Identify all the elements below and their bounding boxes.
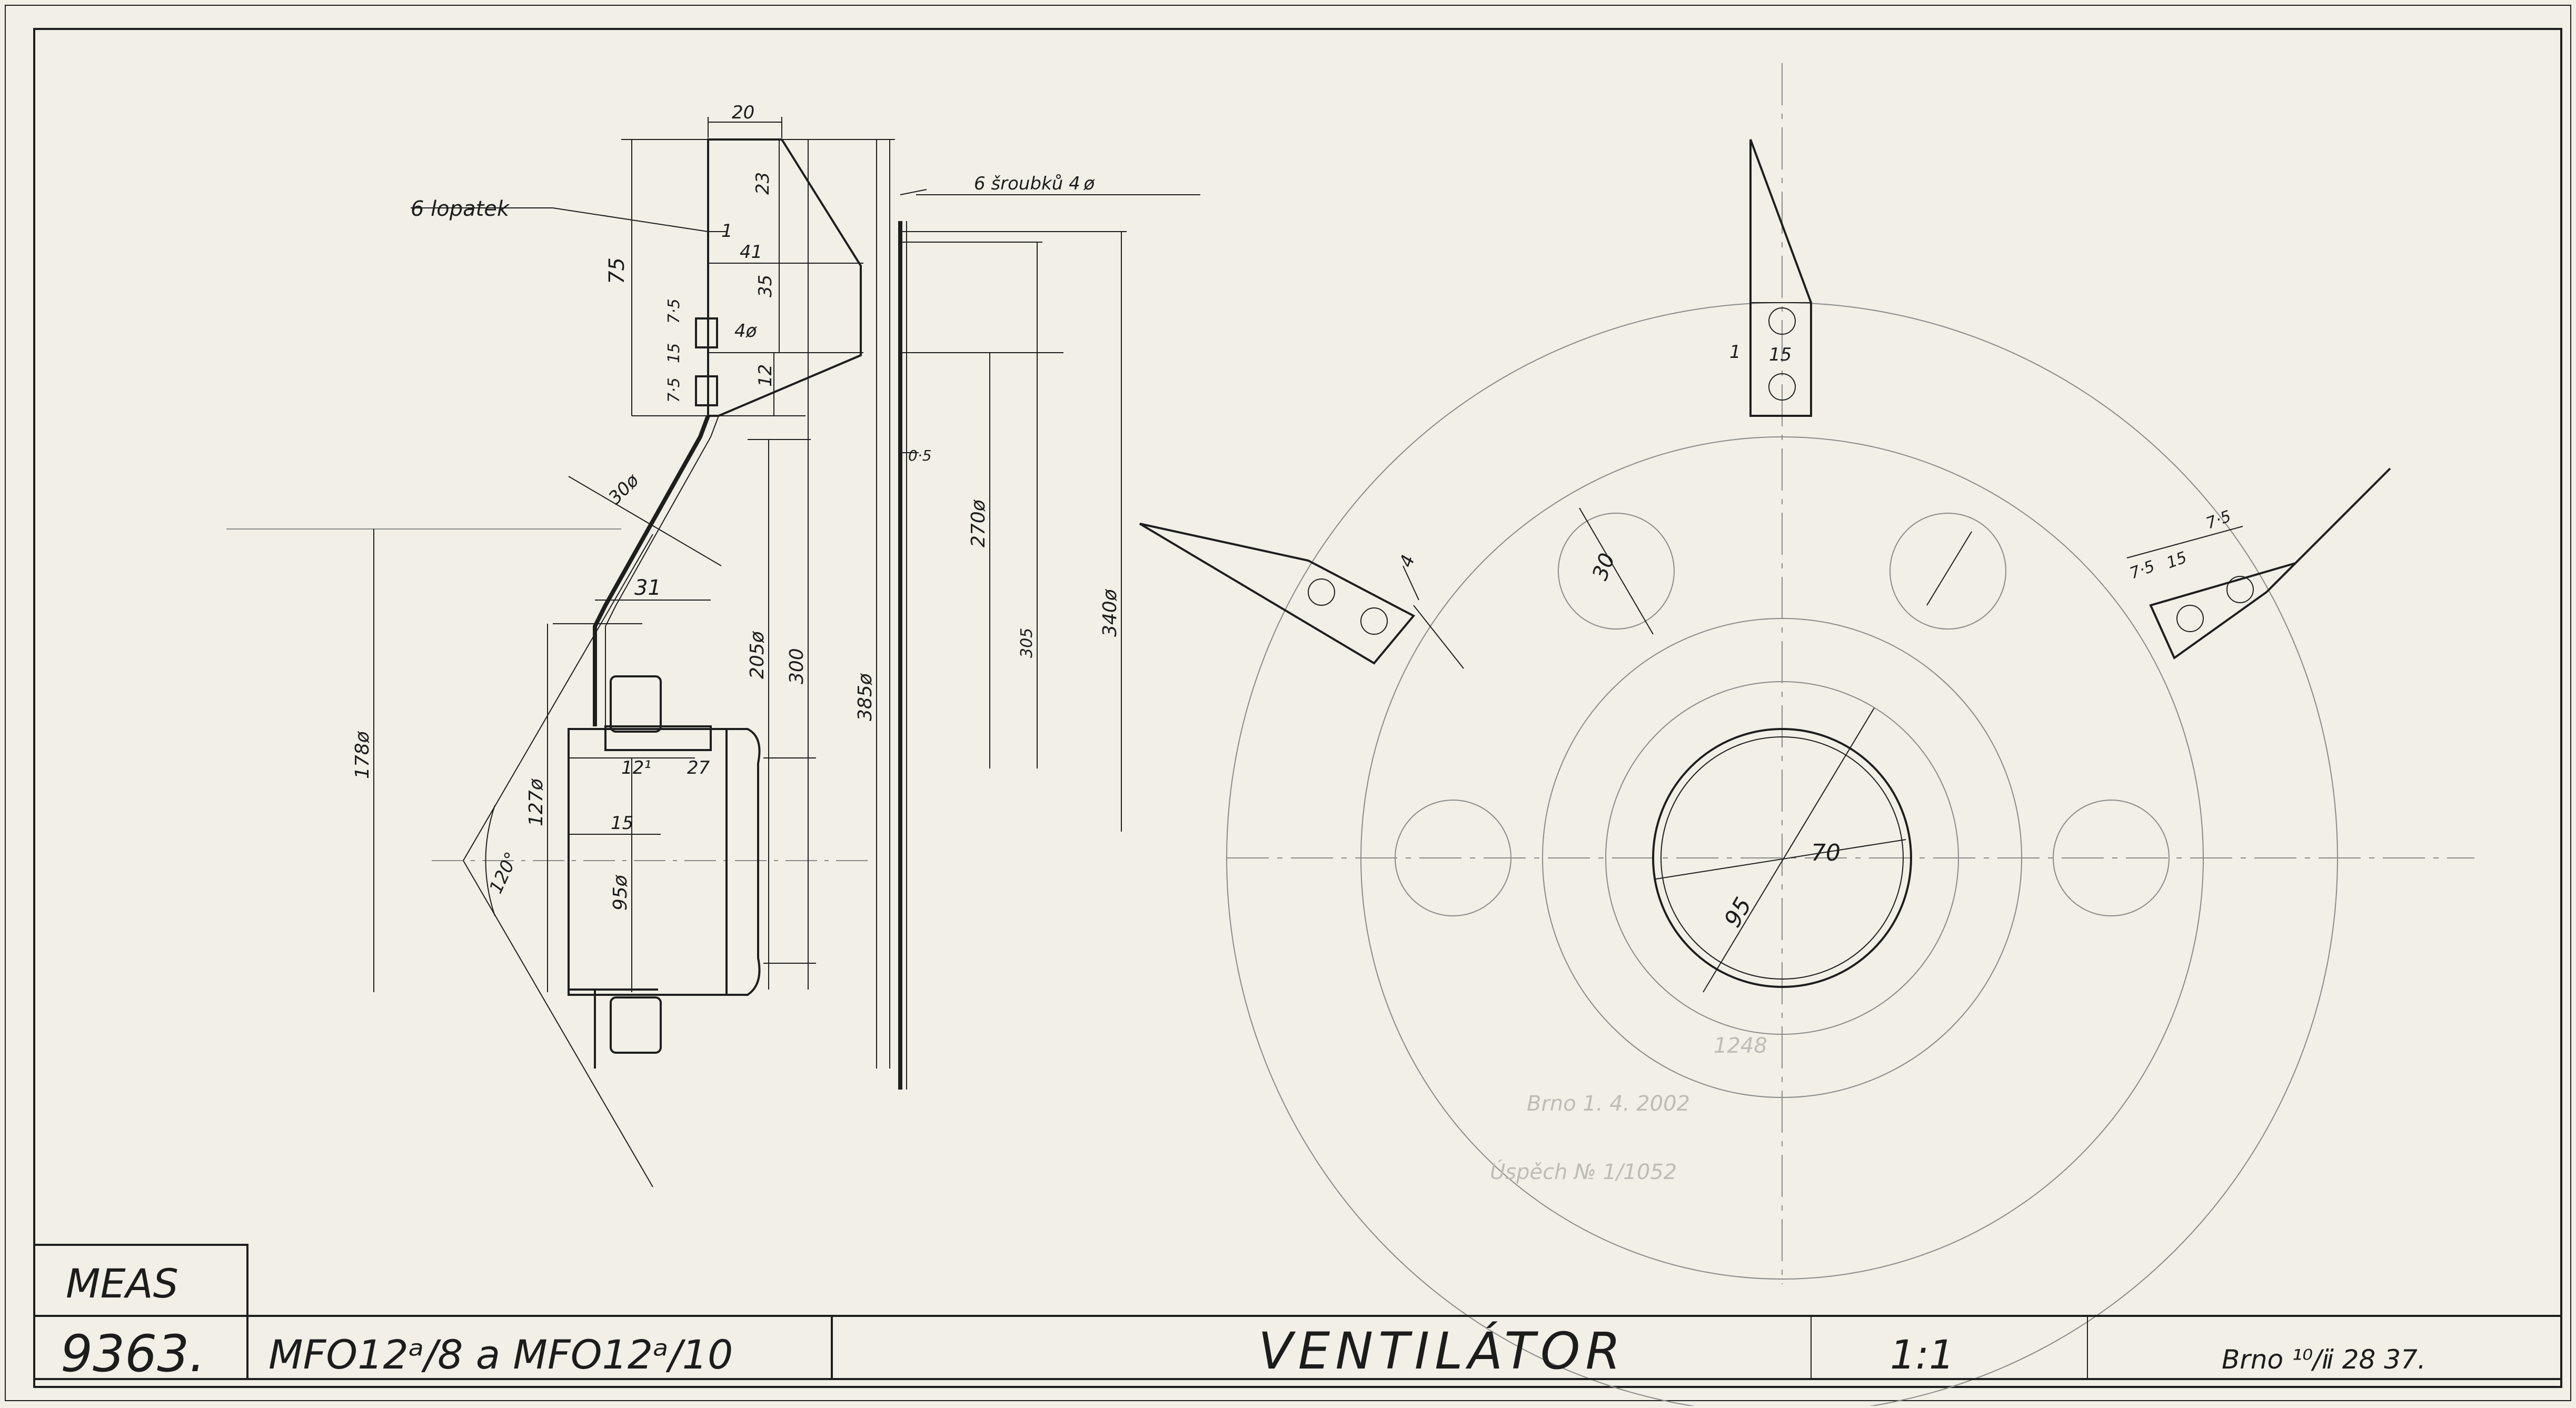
dim-385phi: 385ø <box>854 673 876 721</box>
dim-23: 23 <box>752 172 773 195</box>
dim-1-top: 1 <box>1729 342 1741 363</box>
dim-7-5-a: 7·5 <box>665 298 683 324</box>
dim-20: 20 <box>732 102 754 123</box>
types-label: MFO12ᵃ/8 a MFO12ᵃ/10 <box>268 1331 733 1378</box>
dim-35: 35 <box>755 275 776 297</box>
stamp-line-1: 1248 <box>1714 1034 1767 1058</box>
dim-31: 31 <box>634 576 661 600</box>
dim-300: 300 <box>786 648 808 684</box>
drawing-number: 9363. <box>61 1324 205 1383</box>
dim-75: 75 <box>605 257 629 284</box>
dim-15-hub: 15 <box>611 813 633 834</box>
dim-305: 305 <box>1018 628 1036 658</box>
front-dimension-labels: 30 70 95 4 1 15 7·5 15 7·5 <box>1396 342 2234 932</box>
dim-15-right: 15 <box>2164 548 2190 573</box>
dim-270phi: 270ø <box>968 499 989 547</box>
stamp-line-3: Úspěch № 1/1052 <box>1490 1159 1677 1184</box>
sheet-border <box>5 5 2571 1401</box>
dim-95: 95 <box>1719 893 1757 932</box>
archive-stamp: 1248 Brno 1. 4. 2002 Úspěch № 1/1052 <box>1490 1034 1767 1184</box>
dim-340phi: 340ø <box>1099 588 1121 637</box>
dim-30phi: 30ø <box>604 470 643 508</box>
side-section-view <box>226 117 1200 1187</box>
front-view <box>1139 63 2474 1408</box>
dim-1: 1 <box>721 221 733 242</box>
stamp-line-2: Brno 1. 4. 2002 <box>1527 1092 1690 1116</box>
dim-15-a: 15 <box>665 343 683 363</box>
place-date: Brno ¹⁰/ⅱ 28 37. <box>2222 1344 2426 1375</box>
dim-4-blade: 4 <box>1396 552 1419 570</box>
dim-95phi: 95ø <box>610 874 631 911</box>
dim-7-5-right-a: 7·5 <box>2127 557 2157 583</box>
dim-70: 70 <box>1811 840 1841 866</box>
dim-7-5-b: 7·5 <box>665 377 683 403</box>
dim-205phi: 205ø <box>747 631 768 679</box>
dim-178phi: 178ø <box>352 731 373 779</box>
rivets-note: 6 šroubků 4 ø <box>974 173 1096 194</box>
scale-label: 1:1 <box>1890 1331 1954 1378</box>
dim-12-hub: 12¹ <box>621 757 651 778</box>
dim-127phi: 127ø <box>525 778 547 826</box>
dim-4phi: 4ø <box>734 321 758 342</box>
dim-12: 12 <box>755 364 776 387</box>
dim-120deg: 120° <box>485 849 523 897</box>
blades-note: 6 lopatek <box>411 197 510 221</box>
org-label: MEAS <box>66 1260 178 1307</box>
dim-0-5: 0·5 <box>908 447 932 464</box>
dim-27: 27 <box>687 757 710 778</box>
side-dimension-labels: 6 lopatek 6 šroubků 4 ø 20 23 1 41 35 75… <box>352 102 1121 911</box>
dim-15-top: 15 <box>1769 344 1792 365</box>
title-block: MEAS 9363. MFO12ᵃ/8 a MFO12ᵃ/10 VENTILÁT… <box>33 1244 2561 1383</box>
dim-41: 41 <box>740 242 762 263</box>
drawing-title: VENTILÁTOR <box>1258 1321 1626 1381</box>
dim-30-hole: 30 <box>1588 550 1620 584</box>
